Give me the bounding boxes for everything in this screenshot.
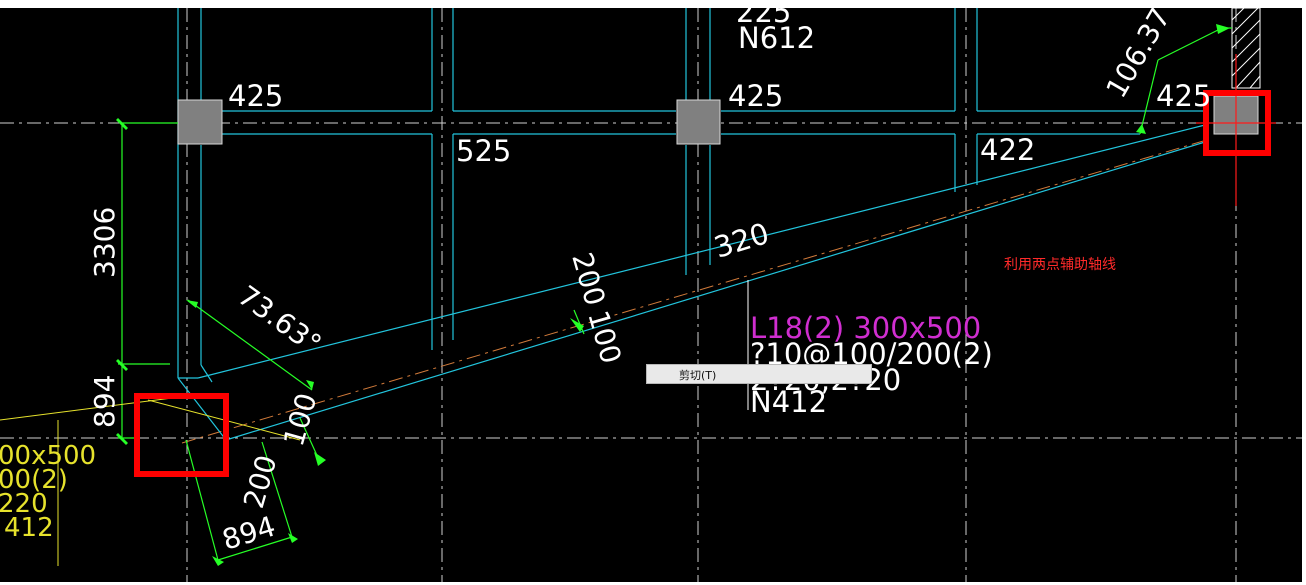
context-menu: 剪切(T) bbox=[646, 364, 872, 384]
highlight-box-right bbox=[1203, 90, 1271, 156]
wall-outlines bbox=[177, 8, 1206, 441]
left-annotation-line-2: 00(2) bbox=[0, 465, 68, 495]
beam-side-label: N412 bbox=[750, 385, 827, 419]
dimension-ticks bbox=[116, 24, 1230, 566]
menu-item-cut-label: 剪切(T) bbox=[679, 369, 717, 382]
beam-name-label: L18(2) 300x500 bbox=[750, 311, 981, 345]
highlight-boxes bbox=[134, 90, 1271, 477]
left-annotation-line-3: 220 bbox=[0, 489, 48, 519]
beam-425-left-label: 425 bbox=[228, 79, 283, 113]
hatched-wall bbox=[1231, 7, 1261, 89]
highlight-box-left bbox=[134, 393, 229, 477]
left-annotation-line-4: 412 bbox=[4, 513, 54, 543]
auxiliary-axis-note: 利用两点辅助轴线 bbox=[1004, 257, 1116, 273]
top-225-label: 225 bbox=[736, 0, 791, 29]
beam-425-right-label: 425 bbox=[1156, 79, 1211, 113]
menu-item-cut[interactable]: 剪切(T) bbox=[647, 365, 871, 383]
left-annotation-line-1: 00x500 bbox=[0, 441, 96, 471]
drawing-area[interactable] bbox=[0, 8, 1302, 582]
column-mid bbox=[676, 99, 721, 145]
left-annotation: 00x500 00(2) 220 412 bbox=[0, 441, 96, 543]
beam-525-label: 525 bbox=[456, 134, 511, 168]
column-left bbox=[177, 99, 223, 145]
top-n612-label: N612 bbox=[738, 21, 815, 55]
diagonal-axis bbox=[181, 138, 1211, 444]
beam-422-label: 422 bbox=[980, 133, 1035, 167]
dim-3306: 3306 bbox=[88, 207, 121, 278]
dimension-lines bbox=[118, 27, 1232, 561]
dim-894-left: 894 bbox=[88, 375, 121, 428]
crosshair-cursor bbox=[1196, 54, 1276, 206]
beam-425-mid-label: 425 bbox=[728, 79, 783, 113]
